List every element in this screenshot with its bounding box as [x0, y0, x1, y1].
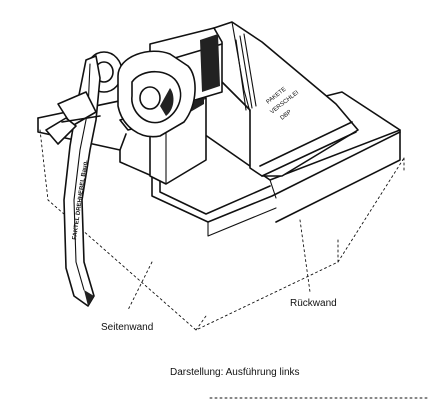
cam-eccentric [117, 50, 196, 138]
mounting-foot [195, 21, 359, 177]
lever-handle [45, 55, 101, 307]
housing-box [37, 91, 405, 331]
label-back-wall: Rückwand [290, 298, 337, 309]
caption: Darstellung: Ausführung links [170, 367, 300, 378]
label-side-wall: Seitenwand [101, 322, 153, 333]
